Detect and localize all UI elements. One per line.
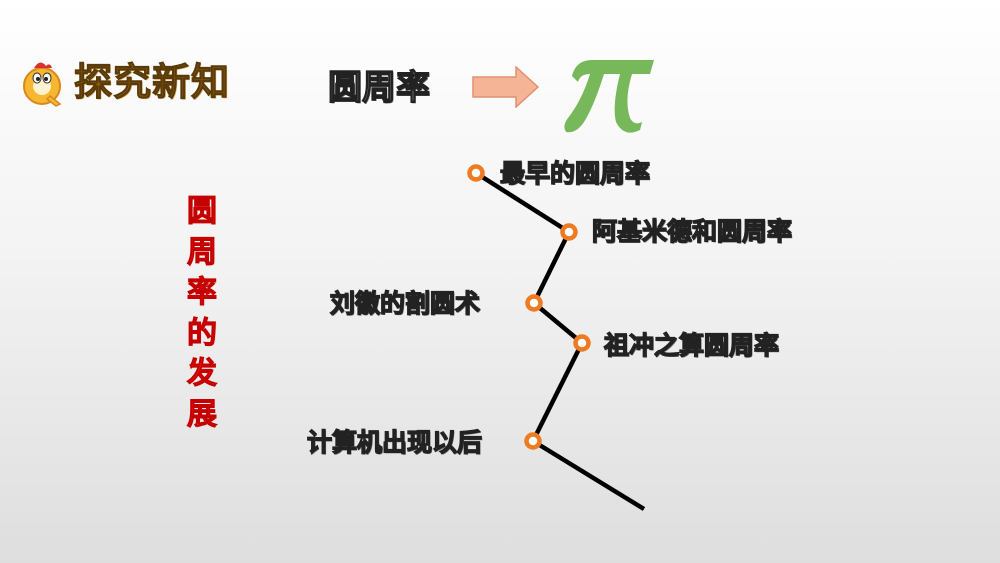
timeline-line (474, 171, 646, 511)
timeline-event-archimedes: 阿基米德和圆周率 (591, 216, 793, 246)
timeline-dot (560, 223, 578, 241)
vertical-title-char: 发 (187, 356, 218, 392)
pi-symbol-icon (564, 60, 654, 133)
timeline-dot (525, 294, 543, 312)
vertical-title-char: 周 (187, 234, 218, 270)
vertical-title-char: 的 (187, 315, 218, 351)
right-arrow-icon (472, 66, 540, 108)
timeline-dot (573, 334, 591, 352)
timeline-event-liu-hui: 刘徽的割圆术 (329, 288, 481, 318)
timeline-event-computer-era: 计算机出现以后 (306, 427, 483, 457)
timeline-dot (467, 164, 485, 182)
timeline-event-earliest-pi: 最早的圆周率 (499, 158, 651, 188)
timeline-dot (524, 432, 542, 450)
vertical-title-char: 率 (187, 275, 218, 311)
mascot-logo-icon (23, 62, 62, 107)
pi-label: 圆周率 (327, 67, 430, 108)
timeline-event-zu-chongzhi: 祖冲之算圆周率 (603, 330, 780, 360)
section-title: 探究新知 (73, 60, 231, 105)
vertical-title-char: 圆 (187, 194, 218, 230)
vertical-title-char: 展 (187, 396, 218, 432)
vertical-title: 圆 周 率 的 发 展 (182, 192, 222, 435)
